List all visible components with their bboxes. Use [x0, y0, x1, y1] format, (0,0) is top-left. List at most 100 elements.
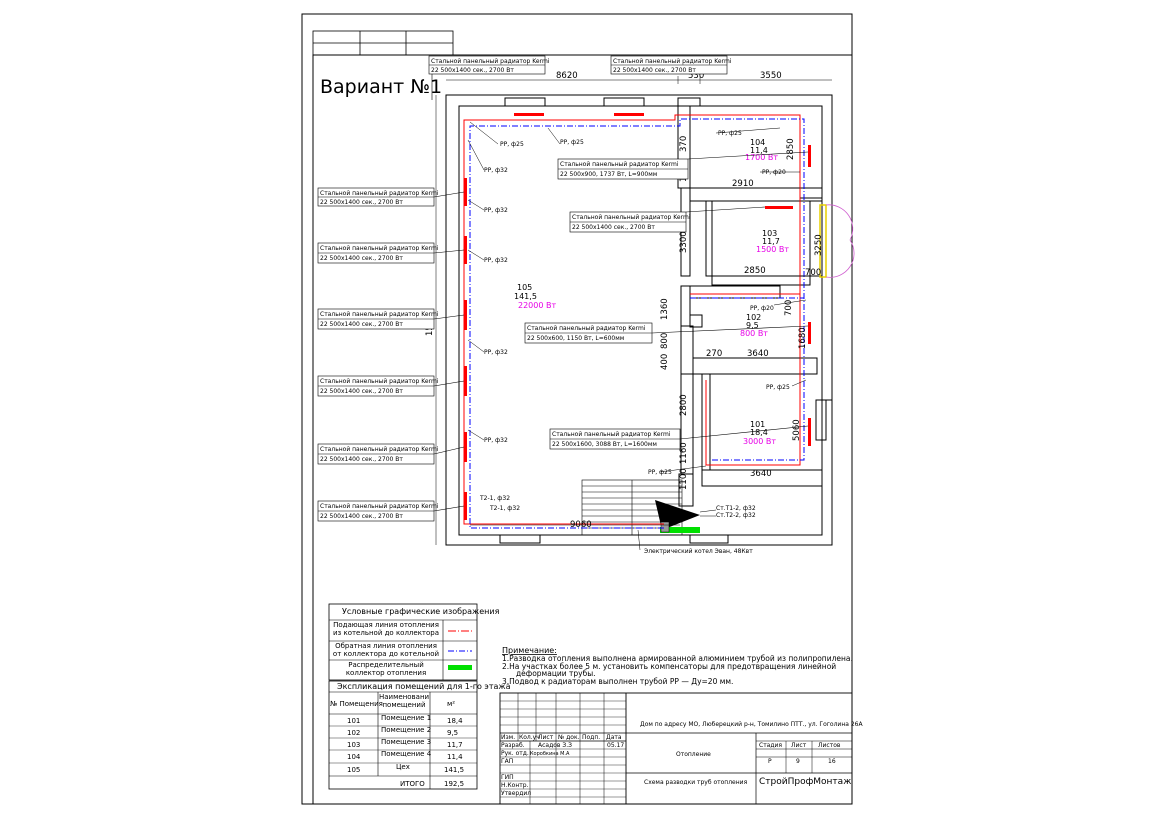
svg-text:деформации трубы.: деформации трубы.	[516, 669, 596, 678]
svg-text:Стальной панельный радиатор Ke: Стальной панельный радиатор Kermi	[613, 58, 732, 65]
svg-text:Стальной панельный радиатор Ke: Стальной панельный радиатор Kermi	[552, 431, 671, 438]
svg-text:270: 270	[706, 349, 722, 359]
svg-text:1360: 1360	[660, 298, 670, 320]
svg-text:Ст.Т1-2, ф32: Ст.Т1-2, ф32	[716, 505, 756, 512]
svg-text:Листов: Листов	[818, 742, 841, 749]
svg-text:103: 103	[347, 741, 360, 749]
callout-102: Стальной панельный радиатор Kermi 22 500…	[524, 322, 809, 344]
room-105: 105 141,5 22000 Вт	[514, 283, 556, 310]
svg-text:PP, ф25: PP, ф25	[500, 141, 524, 148]
svg-text:22 500х600, 1150 Вт, L=600мм: 22 500х600, 1150 Вт, L=600мм	[527, 335, 624, 342]
svg-text:400: 400	[660, 354, 670, 370]
svg-text:PP, ф32: PP, ф32	[484, 167, 508, 174]
svg-text:05.17: 05.17	[607, 742, 624, 749]
svg-text:Дата: Дата	[606, 734, 622, 741]
callout-top-2: Стальной панельный радиатор Kermi 22 500…	[610, 55, 732, 75]
svg-text:2800: 2800	[679, 394, 689, 416]
legend-return-label: Обратная линия отопления от коллектора д…	[332, 642, 440, 658]
svg-text:102: 102	[746, 313, 761, 322]
company-name: СтройПрофМонтаж	[759, 777, 851, 787]
radiator-left-4	[464, 366, 467, 396]
svg-text:22 500х1400 сек., 2700 Вт: 22 500х1400 сек., 2700 Вт	[613, 67, 696, 74]
svg-text:22 500х1400 сек., 2700 Вт: 22 500х1400 сек., 2700 Вт	[320, 513, 403, 520]
svg-text:Примечание:: Примечание:	[502, 646, 557, 655]
explication-row-105: 105 Цех 141,5	[347, 763, 464, 774]
svg-text:1680: 1680	[798, 327, 808, 349]
svg-text:Стальной панельный радиатор Ke: Стальной панельный радиатор Kermi	[320, 378, 439, 385]
svg-text:Лист: Лист	[538, 734, 554, 741]
room-102: 102 9,5 800 Вт	[740, 313, 768, 338]
svg-text:22 500х900, 1737 Вт, L=900мм: 22 500х900, 1737 Вт, L=900мм	[560, 171, 657, 178]
svg-text:Рук. отд.: Рук. отд.	[501, 750, 529, 757]
svg-text:5060: 5060	[792, 419, 802, 441]
notes: Примечание: 1.Разводка отопления выполне…	[502, 646, 853, 686]
svg-text:9060: 9060	[570, 520, 592, 530]
svg-text:PP, ф32: PP, ф32	[484, 257, 508, 264]
svg-text:Лист: Лист	[791, 742, 807, 749]
staircase	[581, 479, 683, 536]
return-pipe	[469, 118, 805, 529]
radiator-left-1	[464, 178, 467, 206]
svg-text:Экспликация помещений для 1-го: Экспликация помещений для 1-го этажа	[337, 682, 511, 691]
callout-left-2: Стальной панельный радиатор Kermi 22 500…	[317, 242, 465, 264]
svg-text:2910: 2910	[732, 179, 754, 189]
svg-text:Стадия: Стадия	[759, 742, 782, 749]
callout-left-3: Стальной панельный радиатор Kermi 22 500…	[317, 308, 465, 330]
svg-text:Стальной панельный радиатор Ke: Стальной панельный радиатор Kermi	[320, 503, 439, 510]
radiator-top-1	[514, 113, 544, 116]
legend-collector-label: Распределительный коллектор отопления	[345, 661, 427, 677]
svg-text:2850: 2850	[786, 138, 796, 160]
room-103: 103 11,7 1500 Вт	[756, 229, 789, 254]
svg-text:Н.Контр.: Н.Контр.	[501, 782, 529, 789]
radiator-left-6	[464, 492, 467, 520]
svg-text:Асадов З.З: Асадов З.З	[538, 742, 572, 749]
svg-text:22 500х1400 сек., 2700 Вт: 22 500х1400 сек., 2700 Вт	[572, 224, 655, 231]
svg-text:Электрический котел Эван, 48Кв: Электрический котел Эван, 48Квт	[644, 548, 753, 555]
room-labels: 105 141,5 22000 Вт 104 11,4 1700 Вт 103 …	[514, 138, 789, 446]
legend-title: Условные графические изображения	[342, 607, 500, 616]
svg-text:1100: 1100	[679, 468, 689, 490]
svg-text:Утвердил: Утвердил	[501, 790, 531, 797]
svg-text:104: 104	[750, 138, 765, 147]
svg-text:PP, ф32: PP, ф32	[484, 207, 508, 214]
svg-text:141,5: 141,5	[444, 766, 464, 774]
svg-text:1700 Вт: 1700 Вт	[745, 153, 778, 162]
svg-text:11,7: 11,7	[762, 237, 780, 246]
svg-text:3250: 3250	[814, 234, 824, 256]
svg-text:22 500х1400 сек., 2700 Вт: 22 500х1400 сек., 2700 Вт	[320, 456, 403, 463]
pipe-labels: PP, ф25 PP, ф25 PP, ф32 PP, ф32 PP, ф32 …	[467, 121, 807, 555]
svg-text:18,4: 18,4	[750, 428, 768, 437]
svg-text:ГИП: ГИП	[501, 774, 514, 781]
svg-text:141,5: 141,5	[514, 292, 537, 301]
svg-text:Р: Р	[768, 758, 772, 765]
callout-left-1: Стальной панельный радиатор Kermi 22 500…	[317, 187, 465, 207]
svg-text:Коробкина М.А: Коробкина М.А	[530, 751, 570, 757]
svg-text:101: 101	[347, 717, 360, 725]
svg-text:3640: 3640	[750, 469, 772, 479]
svg-text:T2-1, ф32: T2-1, ф32	[479, 495, 510, 502]
room-104: 104 11,4 1700 Вт	[745, 138, 778, 162]
svg-text:Стальной панельный радиатор Ke: Стальной панельный радиатор Kermi	[320, 190, 439, 197]
svg-text:PP, ф25: PP, ф25	[766, 384, 790, 391]
svg-text:Стальной панельный радиатор Ke: Стальной панельный радиатор Kermi	[431, 58, 550, 65]
svg-text:9,5: 9,5	[447, 729, 458, 737]
svg-text:Подп.: Подп.	[582, 734, 600, 741]
svg-text:Помещение 4: Помещение 4	[381, 750, 432, 758]
explication-row-103: 103 Помещение 3 11,7	[347, 738, 463, 749]
legend-supply-label: Подающая линия отопления из котельной до…	[332, 621, 440, 637]
explication-row-101: 101 Помещение 1 18,4	[347, 714, 463, 725]
explication-total: 192,5	[444, 780, 464, 788]
svg-text:102: 102	[347, 729, 360, 737]
radiator-103	[765, 206, 793, 209]
svg-text:530: 530	[688, 71, 704, 81]
svg-text:3550: 3550	[760, 71, 782, 81]
explication-table: Экспликация помещений для 1-го этажа № П…	[328, 680, 511, 790]
svg-text:105: 105	[347, 766, 360, 774]
svg-text:370: 370	[679, 136, 689, 152]
svg-text:2850: 2850	[744, 266, 766, 276]
callout-103: Стальной панельный радиатор Kermi 22 500…	[569, 206, 766, 233]
callout-104: Стальной панельный радиатор Kermi 22 500…	[557, 151, 809, 180]
svg-text:104: 104	[347, 753, 361, 761]
svg-text:PP, ф20: PP, ф20	[750, 305, 774, 312]
